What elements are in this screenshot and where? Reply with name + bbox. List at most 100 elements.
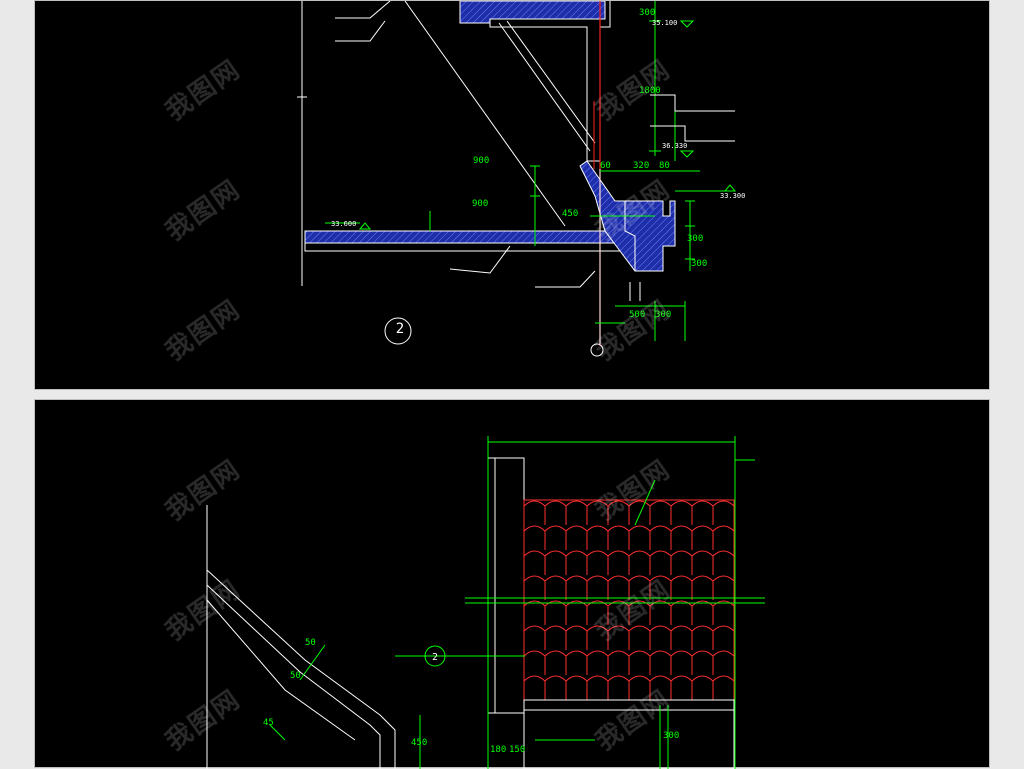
roof-tile xyxy=(544,600,567,625)
dim-50b: 50 xyxy=(290,671,301,681)
elevation-detail-drawing: 2 180 150 300 450 45 50 50 xyxy=(206,436,765,769)
roof-tile xyxy=(628,675,651,700)
roof-tile xyxy=(712,525,735,550)
roof-tile xyxy=(586,650,609,675)
roof-tile xyxy=(607,500,630,525)
roof-tile-elevation xyxy=(487,457,735,769)
dim-300-bottom: 300 xyxy=(663,731,679,741)
roof-tile xyxy=(586,500,609,525)
roof-tile xyxy=(607,675,630,700)
dim-450-bottom: 450 xyxy=(411,738,427,748)
roof-tile xyxy=(691,550,714,575)
roof-tile xyxy=(523,650,546,675)
roof-tile xyxy=(649,550,672,575)
roof-tile xyxy=(649,650,672,675)
sloped-element xyxy=(206,505,396,769)
roof-tile xyxy=(628,575,651,600)
roof-tile xyxy=(712,500,735,525)
roof-tile xyxy=(691,675,714,700)
roof-tile xyxy=(607,525,630,550)
roof-tile xyxy=(607,600,630,625)
roof-tile xyxy=(565,550,588,575)
roof-tile xyxy=(523,675,546,700)
roof-tile xyxy=(691,625,714,650)
roof-tile xyxy=(691,525,714,550)
roof-tile xyxy=(565,675,588,700)
roof-tile xyxy=(670,625,693,650)
roof-tile xyxy=(544,575,567,600)
roof-tile xyxy=(607,550,630,575)
roof-tile xyxy=(670,525,693,550)
roof-tile xyxy=(523,600,546,625)
roof-tile xyxy=(523,575,546,600)
roof-tile xyxy=(712,625,735,650)
roof-tile xyxy=(649,525,672,550)
roof-tile xyxy=(712,575,735,600)
roof-tile xyxy=(586,575,609,600)
dim-300d: 300 xyxy=(691,259,707,269)
roof-tile xyxy=(628,600,651,625)
section-detail-drawing: 2 300 1800 900 900 450 500 300 60 320 80… xyxy=(297,1,745,357)
dim-500: 500 xyxy=(629,310,645,320)
drawing-sheet-bottom: 2 180 150 300 450 45 50 50 xyxy=(34,399,990,769)
dim-50: 50 xyxy=(305,638,316,648)
roof-tile xyxy=(628,525,651,550)
roof-tile xyxy=(670,650,693,675)
dim-180: 180 xyxy=(490,745,506,755)
roof-tile xyxy=(565,575,588,600)
elev-right: 33.300 xyxy=(720,192,745,200)
roof-tile xyxy=(691,650,714,675)
dim-300c: 300 xyxy=(687,234,703,244)
drawing-sheet-top: 2 300 1800 900 900 450 500 300 60 320 80… xyxy=(34,0,990,390)
roof-tile xyxy=(586,525,609,550)
roof-tile xyxy=(670,575,693,600)
roof-tile xyxy=(670,600,693,625)
elev-left: 33.600 xyxy=(331,220,356,228)
roof-tile xyxy=(649,625,672,650)
roof-tile xyxy=(544,650,567,675)
roof-tile xyxy=(586,600,609,625)
roof-tile xyxy=(523,550,546,575)
roof-tile xyxy=(670,675,693,700)
roof-tile xyxy=(712,550,735,575)
roof-tile xyxy=(628,625,651,650)
roof-tile xyxy=(544,500,567,525)
roof-tile xyxy=(565,500,588,525)
roof-tile xyxy=(565,600,588,625)
roof-tile xyxy=(523,500,546,525)
roof-tile xyxy=(691,600,714,625)
detail-marker-label: 2 xyxy=(396,321,404,337)
dim-900b: 900 xyxy=(472,199,488,209)
dim-60: 60 xyxy=(600,161,611,171)
roof-tile xyxy=(565,650,588,675)
roof-tile xyxy=(670,550,693,575)
elev-top: 35.100 xyxy=(652,19,677,27)
roof-tile xyxy=(586,675,609,700)
roof-tile xyxy=(544,525,567,550)
roof-tile xyxy=(607,625,630,650)
dimension-lines xyxy=(325,1,735,341)
roof-slope-line xyxy=(404,1,566,227)
dim-45: 45 xyxy=(263,718,274,728)
roof-tile xyxy=(670,500,693,525)
dim-80: 80 xyxy=(659,161,670,171)
roof-tile xyxy=(649,575,672,600)
floor-slab xyxy=(304,230,631,244)
roof-tile xyxy=(712,650,735,675)
roof-tile xyxy=(544,675,567,700)
dim-300: 300 xyxy=(639,8,655,18)
elev-mid: 36.330 xyxy=(662,142,687,150)
dim-1800: 1800 xyxy=(639,86,661,96)
roof-tile xyxy=(523,625,546,650)
roof-tile xyxy=(649,675,672,700)
roof-tile xyxy=(628,650,651,675)
roof-tile xyxy=(544,550,567,575)
detail-marker-label-bottom: 2 xyxy=(432,652,438,663)
dim-300b: 300 xyxy=(655,310,671,320)
axis-bubble xyxy=(590,343,604,357)
roof-tile xyxy=(607,650,630,675)
roof-tile xyxy=(523,525,546,550)
roof-tile xyxy=(712,675,735,700)
roof-tile xyxy=(649,600,672,625)
roof-tile xyxy=(691,575,714,600)
